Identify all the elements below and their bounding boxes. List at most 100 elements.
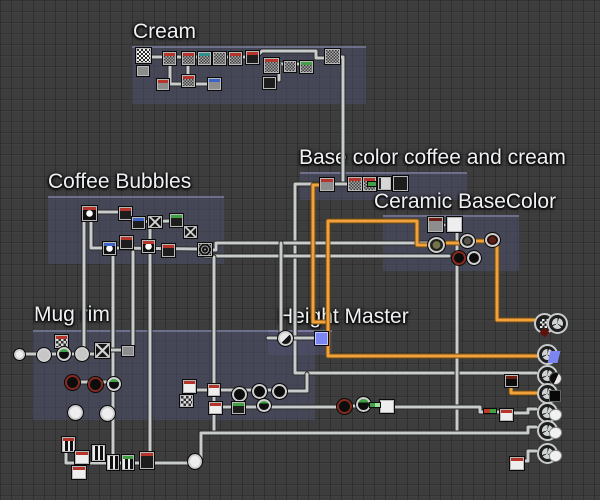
graph-node[interactable] bbox=[231, 386, 248, 403]
graph-node[interactable] bbox=[141, 239, 156, 254]
wire-connection[interactable] bbox=[338, 55, 345, 183]
graph-node[interactable] bbox=[13, 348, 26, 361]
graph-node[interactable] bbox=[169, 213, 184, 228]
graph-node[interactable] bbox=[121, 454, 135, 471]
graph-node[interactable] bbox=[466, 250, 482, 266]
node-header-red bbox=[210, 403, 221, 406]
wire-connection-orange[interactable] bbox=[311, 183, 330, 324]
graph-node[interactable] bbox=[183, 225, 198, 239]
graph-node[interactable] bbox=[139, 451, 155, 470]
wire-connection[interactable] bbox=[254, 49, 327, 60]
graph-node[interactable] bbox=[283, 60, 297, 73]
graph-node[interactable] bbox=[355, 396, 372, 413]
graph-node[interactable] bbox=[74, 346, 90, 362]
wire-connection[interactable] bbox=[293, 182, 538, 375]
wire-connection[interactable] bbox=[511, 407, 538, 415]
graph-node[interactable] bbox=[324, 48, 341, 65]
graph-node[interactable] bbox=[499, 408, 514, 422]
graph-node[interactable] bbox=[147, 215, 163, 229]
graph-node[interactable] bbox=[136, 65, 150, 77]
wire-connection-orange[interactable] bbox=[326, 219, 542, 358]
graph-node[interactable] bbox=[61, 436, 76, 453]
graph-node[interactable] bbox=[509, 456, 525, 471]
graph-node[interactable] bbox=[484, 232, 501, 248]
wire-outline bbox=[88, 217, 106, 251]
wire-connection[interactable] bbox=[195, 425, 538, 463]
graph-node[interactable] bbox=[379, 399, 395, 414]
graph-node[interactable] bbox=[262, 76, 277, 90]
graph-node[interactable] bbox=[256, 398, 272, 413]
wire-connection[interactable] bbox=[168, 55, 210, 86]
wire-connection[interactable] bbox=[280, 372, 309, 393]
graph-node[interactable] bbox=[392, 175, 409, 192]
output-node[interactable] bbox=[547, 313, 568, 334]
graph-node[interactable] bbox=[87, 376, 104, 393]
graph-node[interactable] bbox=[207, 383, 221, 397]
graph-node[interactable] bbox=[182, 379, 197, 394]
graph-node[interactable] bbox=[54, 334, 69, 349]
graph-node[interactable] bbox=[36, 347, 52, 363]
wire-connection[interactable] bbox=[64, 447, 109, 465]
graph-node[interactable] bbox=[197, 242, 213, 257]
graph-node[interactable] bbox=[427, 216, 444, 233]
graph-node[interactable] bbox=[187, 453, 203, 470]
graph-node[interactable] bbox=[119, 235, 134, 250]
graph-node[interactable] bbox=[208, 401, 223, 415]
graph-node[interactable] bbox=[197, 51, 212, 66]
graph-node[interactable] bbox=[179, 394, 194, 408]
graph-node[interactable] bbox=[56, 346, 72, 362]
graph-node[interactable] bbox=[277, 330, 294, 347]
graph-node[interactable] bbox=[336, 398, 353, 415]
graph-node[interactable] bbox=[347, 176, 363, 192]
graph-node[interactable] bbox=[106, 376, 122, 392]
graph-node[interactable] bbox=[263, 57, 280, 74]
graph-node[interactable] bbox=[81, 205, 98, 222]
graph-node[interactable] bbox=[251, 383, 268, 400]
graph-node[interactable] bbox=[74, 450, 90, 465]
graph-node[interactable] bbox=[299, 60, 314, 74]
graph-node[interactable] bbox=[156, 78, 170, 91]
graph-node[interactable] bbox=[121, 345, 135, 357]
graph-node[interactable] bbox=[181, 51, 196, 66]
graph-node[interactable] bbox=[102, 241, 117, 256]
graph-node[interactable] bbox=[212, 51, 227, 66]
graph-node[interactable] bbox=[231, 401, 246, 415]
node-header-blue bbox=[104, 243, 115, 246]
node-header-red bbox=[121, 237, 132, 240]
graph-node[interactable] bbox=[67, 404, 84, 421]
graph-node[interactable] bbox=[446, 216, 463, 233]
graph-node[interactable] bbox=[427, 236, 446, 254]
wire-connection[interactable] bbox=[89, 218, 105, 250]
graph-node[interactable] bbox=[118, 206, 133, 221]
graph-node[interactable] bbox=[99, 405, 116, 422]
node-header-red bbox=[63, 438, 74, 441]
node-header-red bbox=[143, 241, 154, 244]
graph-node[interactable] bbox=[71, 465, 87, 480]
graph-node[interactable] bbox=[271, 383, 288, 400]
graph-node[interactable] bbox=[135, 47, 152, 64]
graph-node[interactable] bbox=[181, 74, 196, 88]
graph-node[interactable] bbox=[459, 233, 476, 249]
graph-node[interactable] bbox=[504, 374, 519, 388]
graph-node[interactable] bbox=[451, 250, 467, 266]
wire-connection[interactable] bbox=[521, 449, 538, 463]
graph-node[interactable] bbox=[377, 176, 392, 191]
wire-connection-orange[interactable] bbox=[495, 244, 536, 322]
graph-node-selected[interactable] bbox=[314, 331, 329, 346]
graph-node[interactable] bbox=[91, 444, 106, 462]
graph-node[interactable] bbox=[161, 243, 176, 258]
graph-node[interactable] bbox=[94, 342, 111, 359]
graph-node[interactable] bbox=[207, 77, 222, 91]
graph-node[interactable] bbox=[131, 216, 146, 230]
graph-node[interactable] bbox=[162, 51, 177, 66]
graph-node[interactable] bbox=[319, 177, 335, 192]
node-header-red bbox=[501, 410, 512, 413]
graph-node[interactable] bbox=[106, 454, 120, 471]
wire-connection[interactable] bbox=[210, 241, 429, 252]
graph-node[interactable] bbox=[64, 374, 81, 391]
wire-connection-orange[interactable] bbox=[509, 385, 538, 395]
graph-node[interactable] bbox=[228, 51, 243, 66]
graph-node[interactable] bbox=[245, 50, 260, 65]
